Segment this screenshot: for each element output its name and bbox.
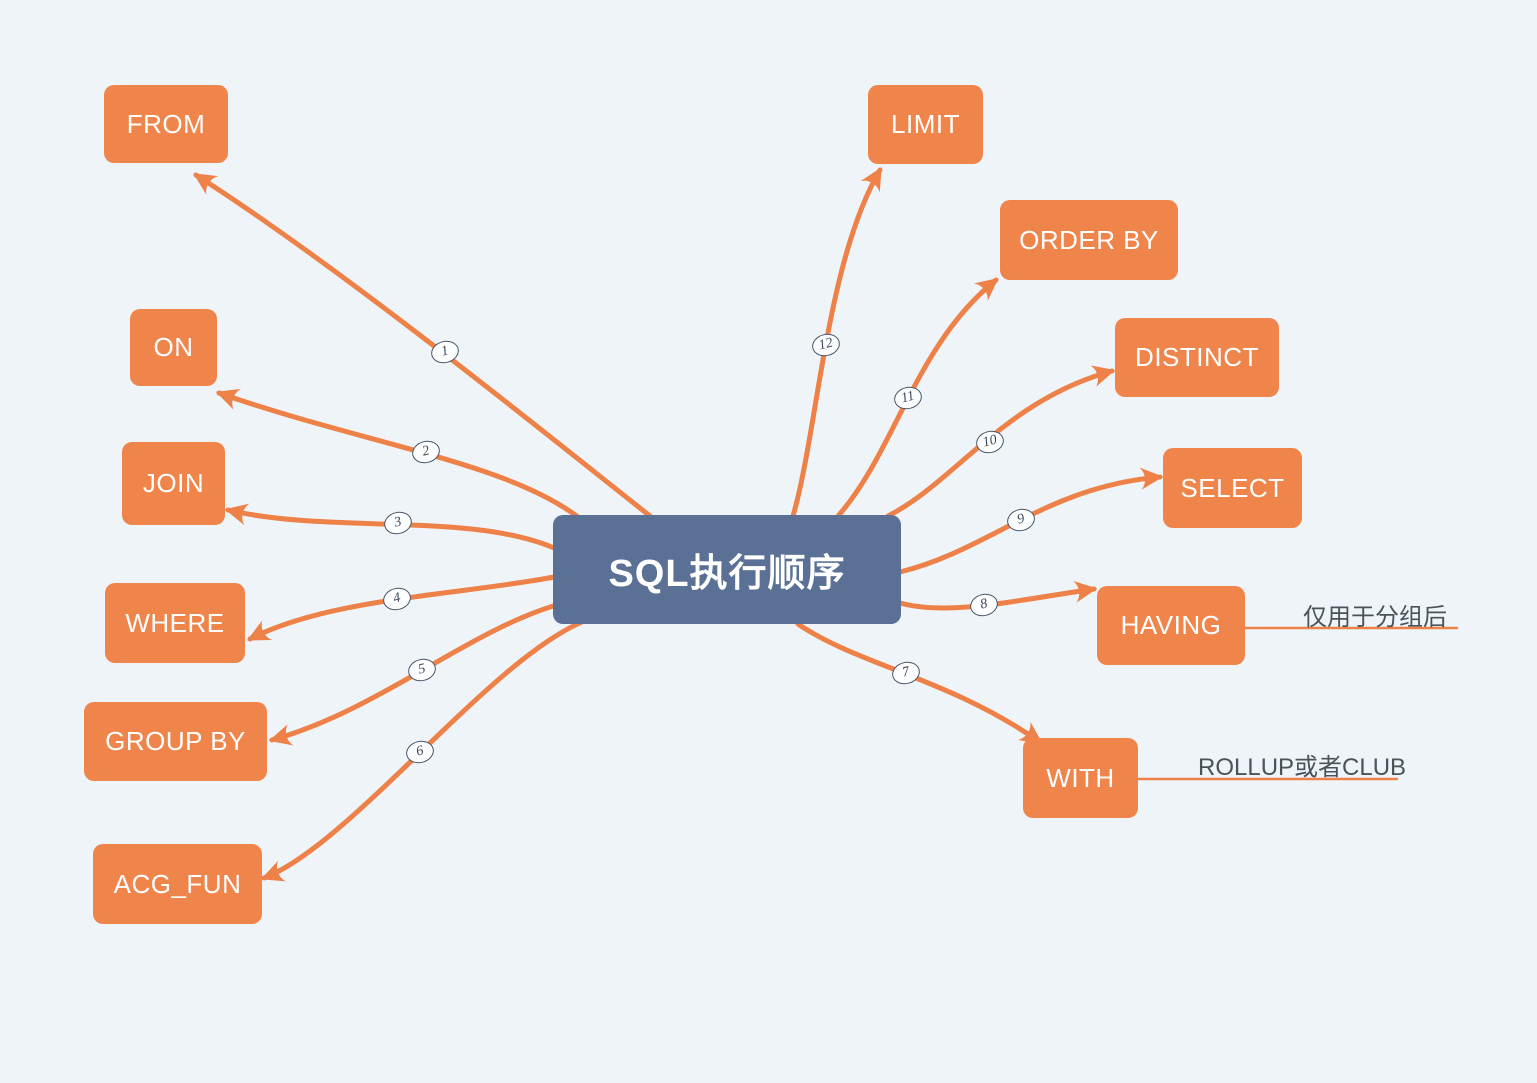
order-badge-4: 4 [380, 584, 414, 614]
order-badge-11: 11 [891, 383, 925, 413]
node-limit[interactable]: LIMIT [868, 85, 983, 164]
node-join-label: JOIN [142, 468, 205, 498]
node-select-label: SELECT [1180, 472, 1285, 503]
central-topic-label: SQL执行顺序 [608, 553, 846, 595]
node-acg-fun-label: ACG_FUN [113, 868, 242, 899]
node-order-by[interactable]: ORDER BY [1000, 200, 1178, 280]
order-badge-12: 12 [809, 330, 843, 360]
central-topic[interactable]: SQL执行顺序 [553, 515, 901, 624]
node-acg-fun[interactable]: ACG_FUN [93, 844, 262, 924]
node-order-by-label: ORDER BY [1019, 224, 1159, 255]
node-distinct[interactable]: DISTINCT [1115, 318, 1279, 397]
node-select[interactable]: SELECT [1163, 448, 1302, 528]
note-having[interactable]: 仅用于分组后 [1303, 604, 1447, 631]
order-badge-5: 5 [405, 655, 439, 685]
order-badge-6: 6 [403, 737, 437, 767]
edge-to-with [795, 621, 1043, 745]
node-with[interactable]: WITH [1023, 738, 1138, 818]
node-with-label: WITH [1046, 762, 1115, 793]
node-join[interactable]: JOIN [122, 442, 225, 525]
node-having[interactable]: HAVING [1097, 586, 1245, 665]
order-badge-7: 7 [889, 658, 923, 688]
node-where-label: WHERE [125, 607, 225, 638]
node-distinct-label: DISTINCT [1135, 342, 1259, 372]
node-group-by-label: GROUP BY [105, 726, 246, 756]
node-group-by[interactable]: GROUP BY [84, 702, 267, 781]
edge-to-on [215, 388, 581, 520]
edge-to-from [193, 172, 653, 519]
node-from[interactable]: FROM [104, 85, 228, 163]
note-with[interactable]: ROLLUP或者CLUB [1198, 754, 1407, 781]
order-badge-2: 2 [409, 437, 443, 467]
node-from-label: FROM [126, 108, 206, 139]
order-badge-8: 8 [967, 590, 1001, 620]
node-having-label: HAVING [1120, 610, 1222, 640]
order-badge-3: 3 [381, 508, 415, 538]
order-badge-1: 1 [428, 337, 462, 367]
order-badge-9: 9 [1004, 505, 1038, 535]
node-limit-label: LIMIT [891, 109, 960, 139]
node-on[interactable]: ON [130, 309, 217, 386]
order-badge-10: 10 [973, 427, 1007, 457]
node-on-label: ON [153, 332, 194, 362]
node-where[interactable]: WHERE [105, 583, 245, 663]
